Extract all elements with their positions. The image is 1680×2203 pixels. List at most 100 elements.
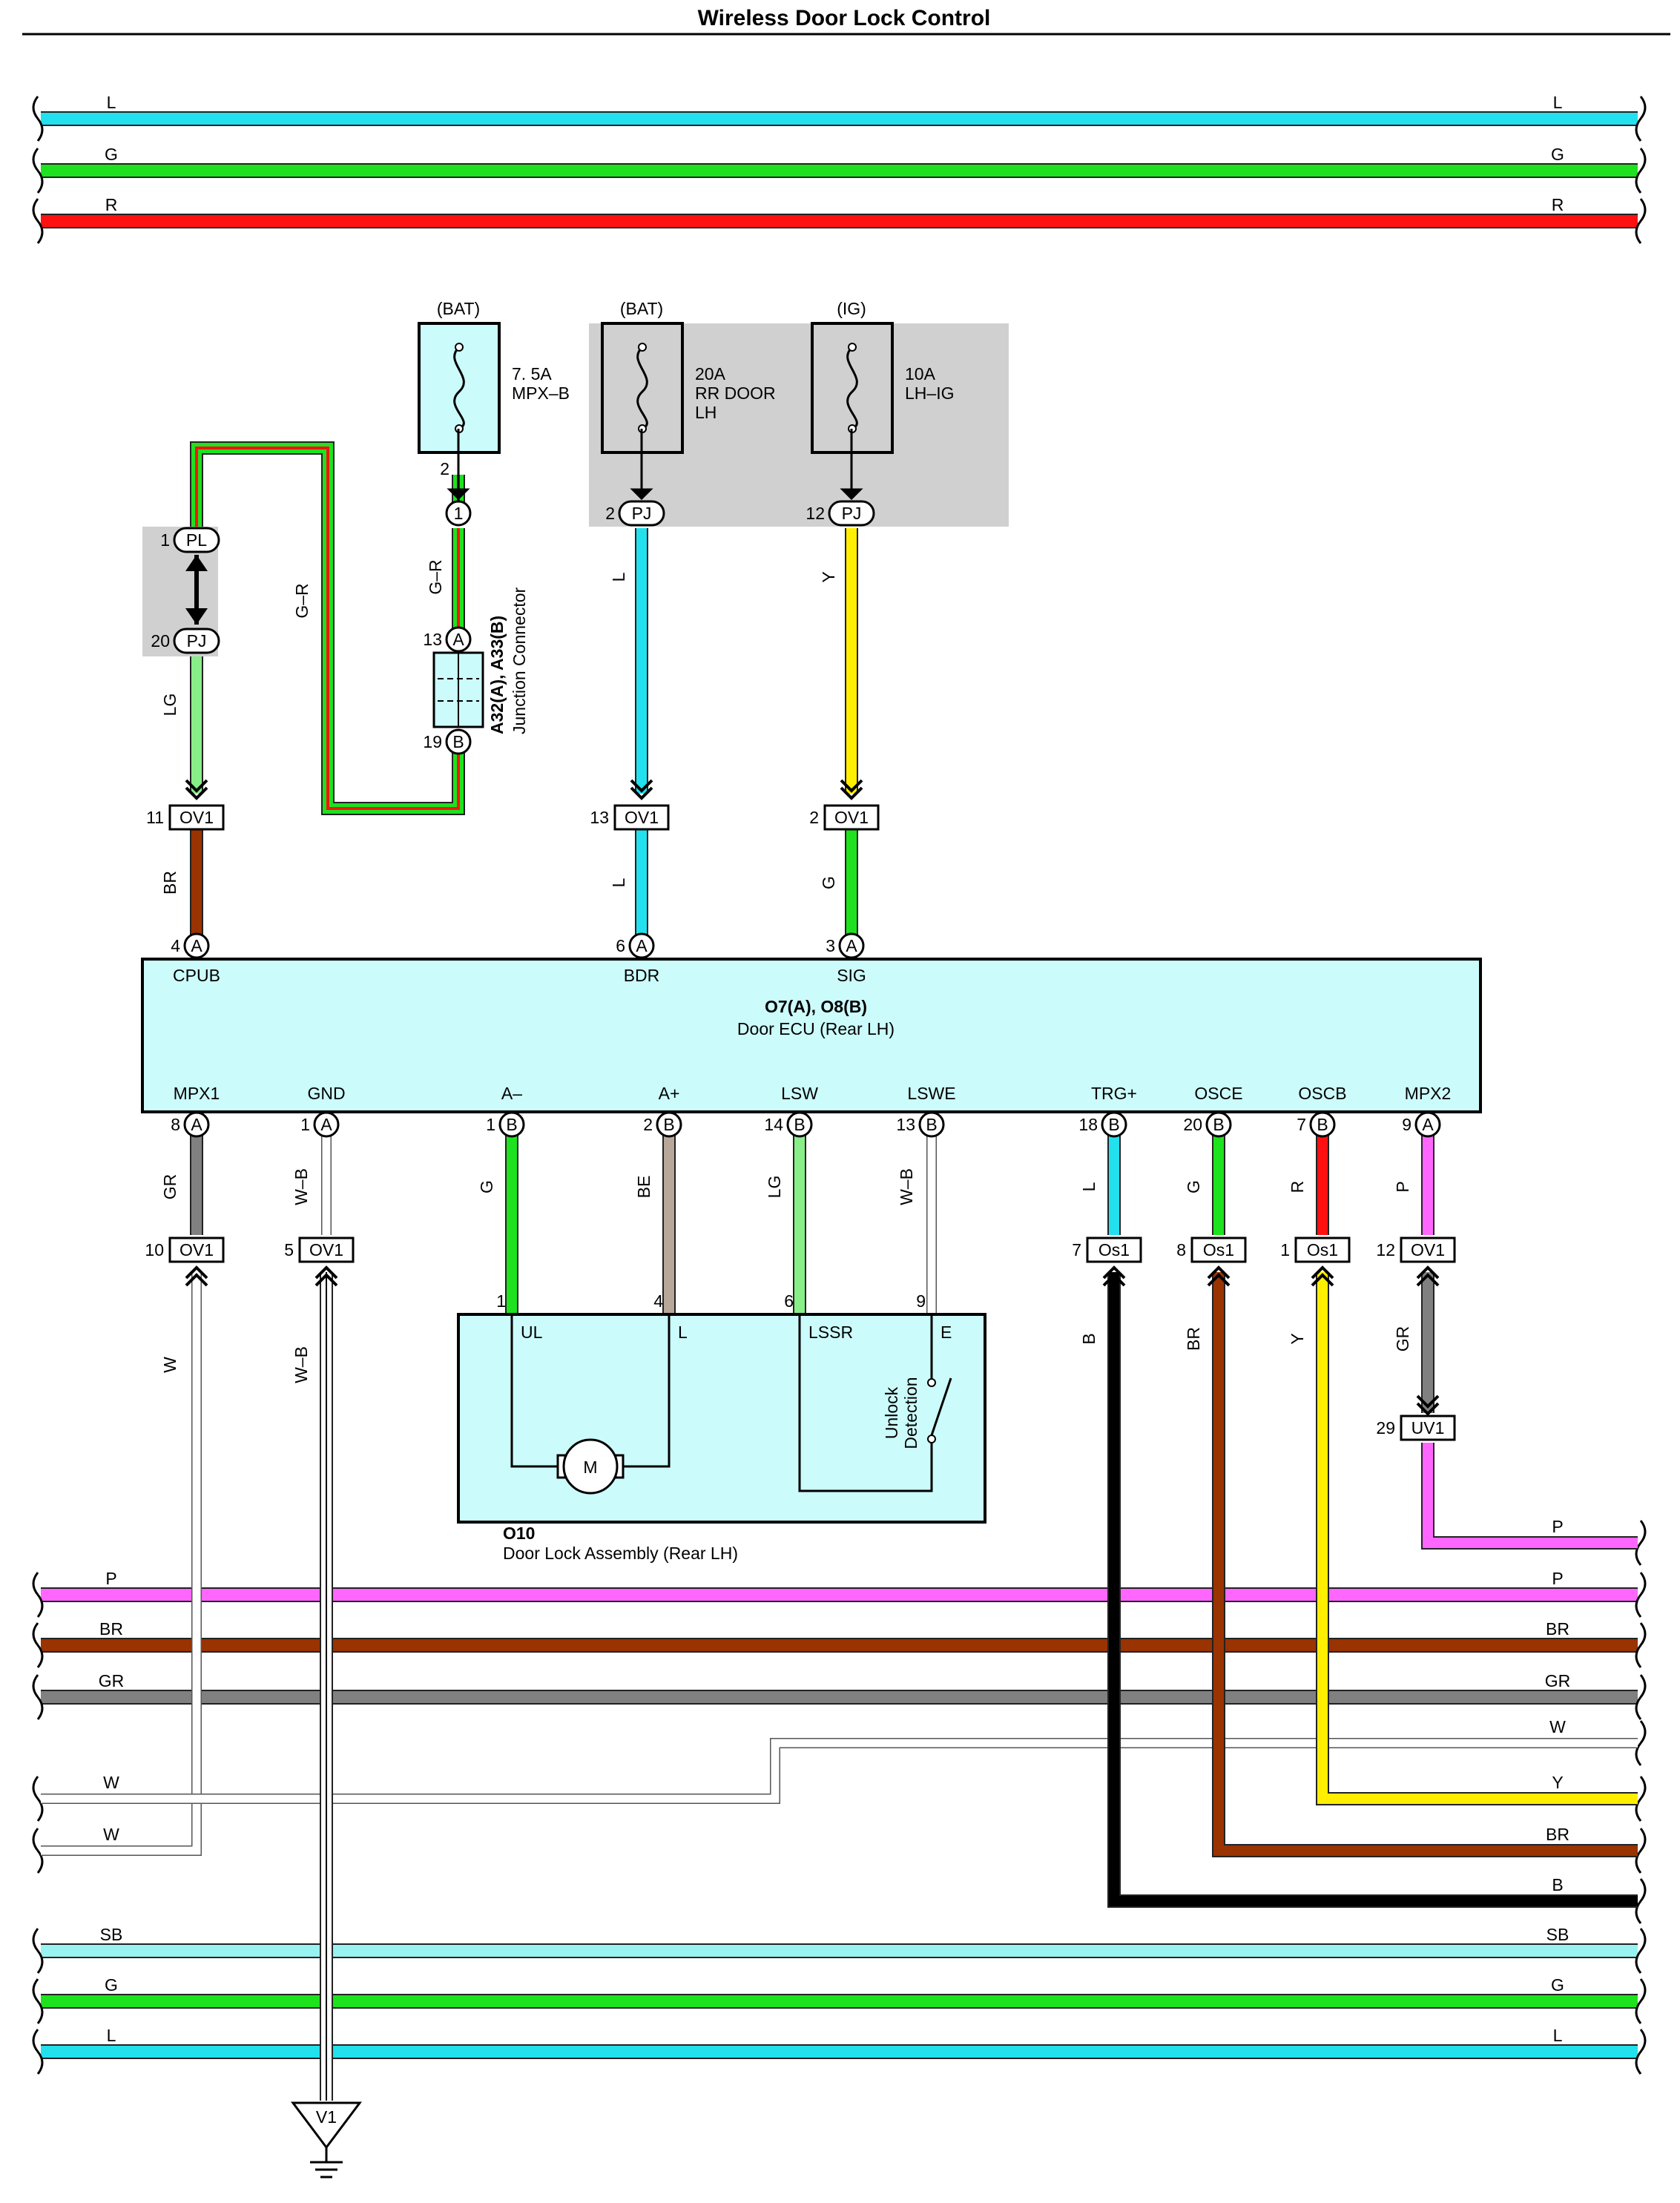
connector-1 bbox=[445, 500, 472, 527]
connector-ov1-10-code: OV1 bbox=[179, 1240, 214, 1259]
ecu-bottom-pin-0-pin: 8 bbox=[171, 1115, 180, 1134]
door-lock-pin-num-0: 1 bbox=[496, 1291, 506, 1311]
ecu-code: O7(A), O8(B) bbox=[765, 997, 867, 1016]
wire-label-w-low: W bbox=[160, 1357, 179, 1373]
wire-label-wb-low: W–B bbox=[291, 1346, 311, 1383]
circuit-wires bbox=[41, 441, 1638, 2101]
bus-b-break bbox=[1635, 1878, 1647, 1924]
fuse-mpxb-term-top bbox=[455, 343, 464, 352]
bus-top-g-break-right bbox=[1635, 148, 1647, 194]
ecu-bottom-pin-5-code: B bbox=[926, 1115, 937, 1134]
ecu-bottom-pin-label-1: GND bbox=[307, 1084, 345, 1103]
fuse-mpxb-rating: 7. 5A bbox=[512, 364, 552, 383]
fuse-rrdoor-name: RR DOOR bbox=[695, 383, 776, 403]
junction-connector-a-code: A bbox=[452, 630, 464, 649]
bus-bot-l-left-label: L bbox=[107, 2026, 116, 2045]
switch-term-top bbox=[927, 1378, 936, 1387]
connector-pl-pin: 1 bbox=[160, 530, 170, 550]
ecu-bottom-pin-5-pin: 13 bbox=[896, 1115, 915, 1134]
wire-label-gr-short: G–R bbox=[426, 559, 445, 594]
wire-br-low bbox=[1213, 1272, 1638, 1856]
ecu-bottom-pin-6 bbox=[1101, 1111, 1127, 1138]
ground-code: V1 bbox=[316, 2107, 337, 2127]
ecu-bottom-pin-label-6: TRG+ bbox=[1091, 1084, 1137, 1103]
ecu-bottom-pin-label-9: MPX2 bbox=[1405, 1084, 1452, 1103]
bus-top-l-left-label: L bbox=[107, 93, 116, 112]
ecu-bottom-pin-label-2: A– bbox=[501, 1084, 522, 1103]
bus-top-r-left-label: R bbox=[105, 195, 118, 214]
bus-bot-g-left-label: G bbox=[105, 1975, 118, 1995]
connector-uv1-29-code: UV1 bbox=[1411, 1418, 1445, 1438]
bus-gr-break-left bbox=[32, 1674, 44, 1720]
door-lock-pin-name-2: LSSR bbox=[808, 1323, 853, 1342]
ecu-bottom-pin-8-pin: 7 bbox=[1297, 1115, 1306, 1134]
connector-os1-7 bbox=[1086, 1236, 1142, 1263]
ecu-bottom-pin-3-pin: 2 bbox=[643, 1115, 653, 1134]
connector-ov1-10-pin: 10 bbox=[145, 1240, 164, 1259]
connector-pj-20-code: PJ bbox=[187, 631, 207, 651]
right-label-br: BR bbox=[1546, 1825, 1569, 1844]
ecu-bottom-pin-label-7: OSCE bbox=[1194, 1084, 1242, 1103]
wire-label-br-cpub: BR bbox=[160, 871, 179, 895]
connector-pj-12-code: PJ bbox=[842, 504, 862, 523]
bus-y-break bbox=[1635, 1776, 1647, 1822]
junction-connector-a bbox=[445, 626, 472, 653]
door-lock-pin-name-1: L bbox=[678, 1323, 688, 1342]
chevron-ov1-5 bbox=[314, 1265, 338, 1287]
motor-label: M bbox=[583, 1458, 597, 1477]
bus-top-g-left-label: G bbox=[105, 145, 118, 164]
ecu-top-pin-cpub bbox=[183, 932, 210, 959]
bus-br-low-break bbox=[1635, 1828, 1647, 1874]
fuse-lhig-rating: 10A bbox=[905, 364, 936, 383]
ecu-box bbox=[141, 958, 1482, 1113]
switch-label-2: Detection bbox=[901, 1377, 920, 1449]
chevron-ov1-2 bbox=[840, 779, 863, 800]
wire-gr-loop-stripe bbox=[195, 447, 460, 810]
motor-icon bbox=[562, 1438, 619, 1495]
bus-lines bbox=[32, 96, 1647, 2075]
wire-y-low bbox=[1317, 1272, 1638, 1804]
connector-pj-20 bbox=[173, 628, 220, 654]
bus-w2-break bbox=[32, 1828, 44, 1874]
chevron-os1-1 bbox=[1311, 1265, 1334, 1287]
bus-br-right-label: BR bbox=[1546, 1619, 1569, 1639]
connector-os1-1-code: Os1 bbox=[1307, 1240, 1338, 1259]
door-lock-pin-num-1: 4 bbox=[653, 1291, 663, 1311]
ecu-bottom-pin-8 bbox=[1309, 1111, 1336, 1138]
ecu-top-pin-bdr-pin: 6 bbox=[616, 936, 625, 955]
bus-br-break-right bbox=[1635, 1622, 1647, 1668]
fuse-lhig-name: LH–IG bbox=[905, 383, 954, 403]
door-lock-pin-num-3: 9 bbox=[916, 1291, 926, 1311]
wire-label-r-oscb: R bbox=[1288, 1181, 1307, 1193]
wire-label-l-trg: L bbox=[1079, 1182, 1098, 1191]
junction-connector-code: A32(A), A33(B) bbox=[487, 616, 507, 734]
connector-os1-8-pin: 8 bbox=[1176, 1240, 1186, 1259]
chevron-ov1-11 bbox=[185, 779, 208, 800]
connector-ov1-11-pin: 11 bbox=[146, 808, 164, 827]
left-label-w1: W bbox=[103, 1773, 119, 1792]
ecu-bottom-pin-6-code: B bbox=[1108, 1115, 1119, 1134]
ecu-top-pin-bdr bbox=[628, 932, 655, 959]
connector-os1-8-code: Os1 bbox=[1203, 1240, 1234, 1259]
wire-label-be-aplus: BE bbox=[634, 1176, 653, 1199]
connector-1-code: 1 bbox=[454, 504, 464, 523]
connector-uv1-29-pin: 29 bbox=[1376, 1418, 1395, 1438]
bus-p-right-label: P bbox=[1552, 1569, 1563, 1588]
ecu-top-pin-label-cpub: CPUB bbox=[173, 966, 220, 985]
wire-label-gr-low: GR bbox=[1393, 1326, 1412, 1352]
bus-gr-left-label: GR bbox=[99, 1671, 125, 1690]
switch-blade bbox=[930, 1377, 952, 1436]
connector-ov1-10 bbox=[168, 1236, 225, 1263]
fuse-rrdoor-term-top bbox=[638, 343, 647, 352]
fuse-mpxb-source: (BAT) bbox=[437, 299, 480, 318]
ecu-bottom-pin-7 bbox=[1205, 1111, 1232, 1138]
ecu-bottom-pin-2-code: B bbox=[506, 1115, 517, 1134]
ecu-top-pin-sig-pin: 3 bbox=[826, 936, 835, 955]
motor-wire-left bbox=[510, 1314, 558, 1468]
ecu-bottom-pin-6-pin: 18 bbox=[1078, 1115, 1098, 1134]
connector-pl bbox=[173, 527, 220, 553]
fuse-lhig-arrow bbox=[840, 488, 863, 501]
ecu-top-pin-sig bbox=[838, 932, 865, 959]
bus-top-l-break-left bbox=[32, 96, 44, 142]
